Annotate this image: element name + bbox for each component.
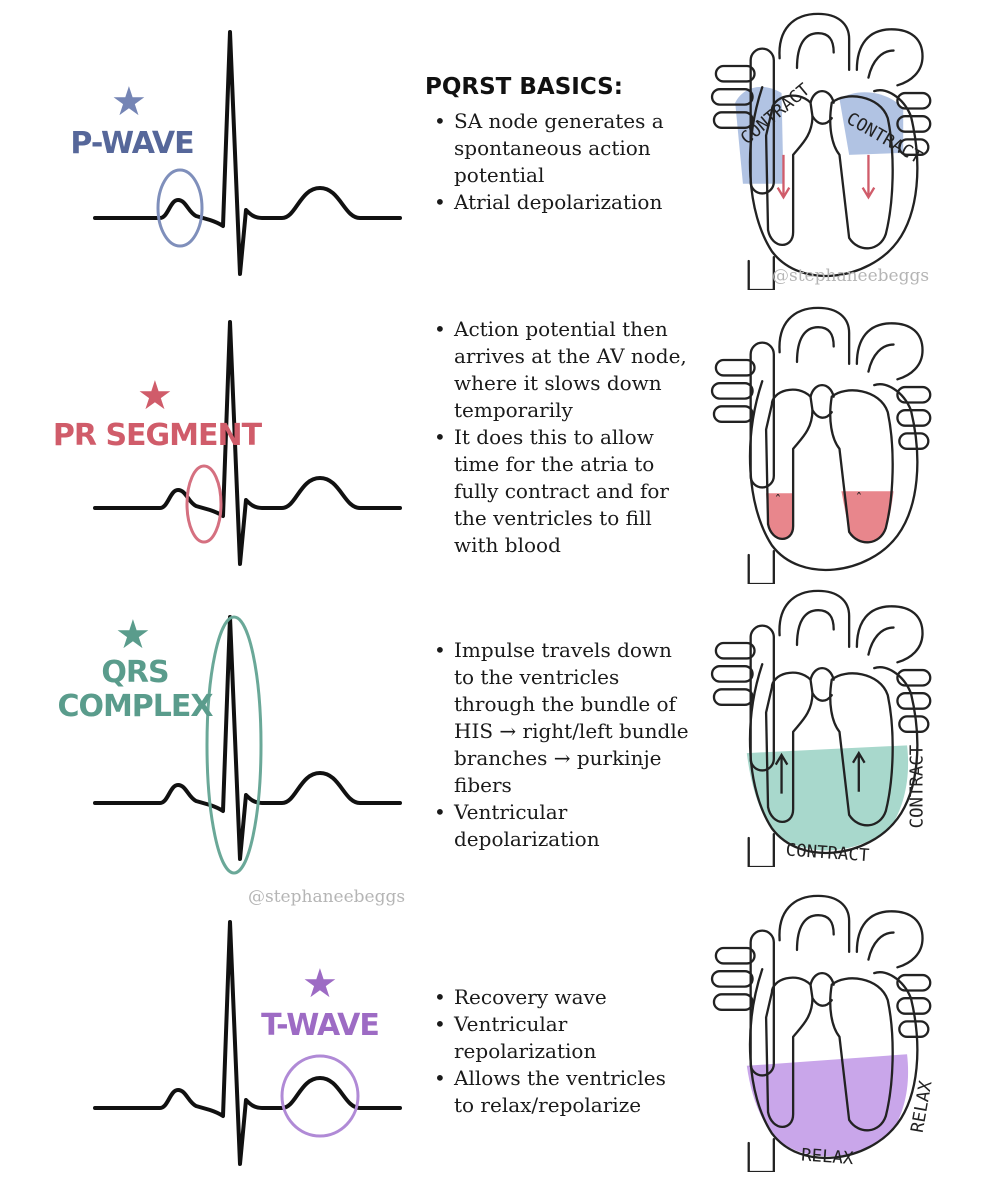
t-wave-bullet-1: Recovery wave (432, 984, 692, 1011)
happy-face-left-icon: ˆ (774, 493, 782, 509)
panel-p-wave: ★ P-WAVE PQRST BASICS: SA node generates… (0, 0, 1002, 300)
ecg-trace-pr-segment (93, 320, 402, 566)
heart-illustration-ventricles-contract: CONTRACT CONTRACT (710, 589, 932, 867)
ecg-trace-qrs-complex (93, 615, 402, 875)
t-wave-bullet-2: Ventricular repolarization (432, 1011, 692, 1065)
pr-segment-star-icon: ★ (137, 373, 173, 419)
happy-face-right-icon: ˆ (855, 491, 863, 507)
t-wave-notes: Recovery wave Ventricular repolarization… (432, 984, 692, 1119)
p-wave-label: P-WAVE (70, 126, 194, 161)
p-wave-bullet-1: SA node generates a spontaneous action p… (432, 108, 692, 189)
panel-t-wave: ★ T-WAVE Recovery wave Ventricular repol… (0, 890, 1002, 1190)
heart-illustration-ventricles-relax: RELAX RELAX (710, 894, 937, 1172)
pr-segment-notes: Action potential then arrives at the AV … (432, 316, 692, 559)
t-wave-star-icon: ★ (302, 961, 338, 1007)
qrs-highlight-ring (205, 615, 263, 875)
panel-pr-segment: ★ PR SEGMENT Action potential then arriv… (0, 290, 1002, 590)
watermark-top: @stephaneebeggs (772, 266, 930, 286)
qrs-bullet-1: Impulse travels down to the ventricles t… (432, 637, 692, 799)
qrs-label-line2: COMPLEX (57, 689, 213, 724)
p-wave-highlight-ring (156, 168, 204, 248)
pr-segment-label: PR SEGMENT (52, 418, 262, 453)
pr-segment-highlight-ring (185, 464, 223, 544)
heart-illustration-ventricles-fill: ˆ ˆ (710, 306, 932, 584)
pr-segment-bullet-2: It does this to allow time for the atria… (432, 424, 692, 559)
ecg-trace-t-wave (93, 920, 402, 1166)
t-wave-bullet-3: Allows the ventricles to relax/repolariz… (432, 1065, 692, 1119)
pr-segment-bullet-1: Action potential then arrives at the AV … (432, 316, 692, 424)
qrs-label-line1: QRS (101, 655, 169, 690)
t-wave-label: T-WAVE (261, 1008, 380, 1043)
heart-label-contract-side: CONTRACT (908, 744, 928, 828)
heart-label-relax-bottom: RELAX (801, 1145, 855, 1169)
ecg-trace-p-wave (93, 30, 402, 276)
qrs-star-icon: ★ (115, 612, 151, 658)
heart-illustration-atria-contract: CONTRACT CONTRACT (710, 12, 932, 290)
watermark-middle: @stephaneebeggs (248, 887, 406, 907)
p-wave-bullet-2: Atrial depolarization (432, 189, 692, 216)
heart-label-relax-side: RELAX (908, 1079, 937, 1134)
p-wave-star-icon: ★ (111, 79, 147, 125)
panel-qrs-complex: ★ QRS COMPLEX Impulse travels down to th… (0, 585, 1002, 907)
pqrst-heading: PQRST BASICS: (425, 74, 623, 100)
qrs-notes: Impulse travels down to the ventricles t… (432, 637, 692, 853)
t-wave-highlight-ring (280, 1054, 360, 1138)
p-wave-notes: SA node generates a spontaneous action p… (432, 108, 692, 216)
qrs-bullet-2: Ventricular depolarization (432, 799, 692, 853)
